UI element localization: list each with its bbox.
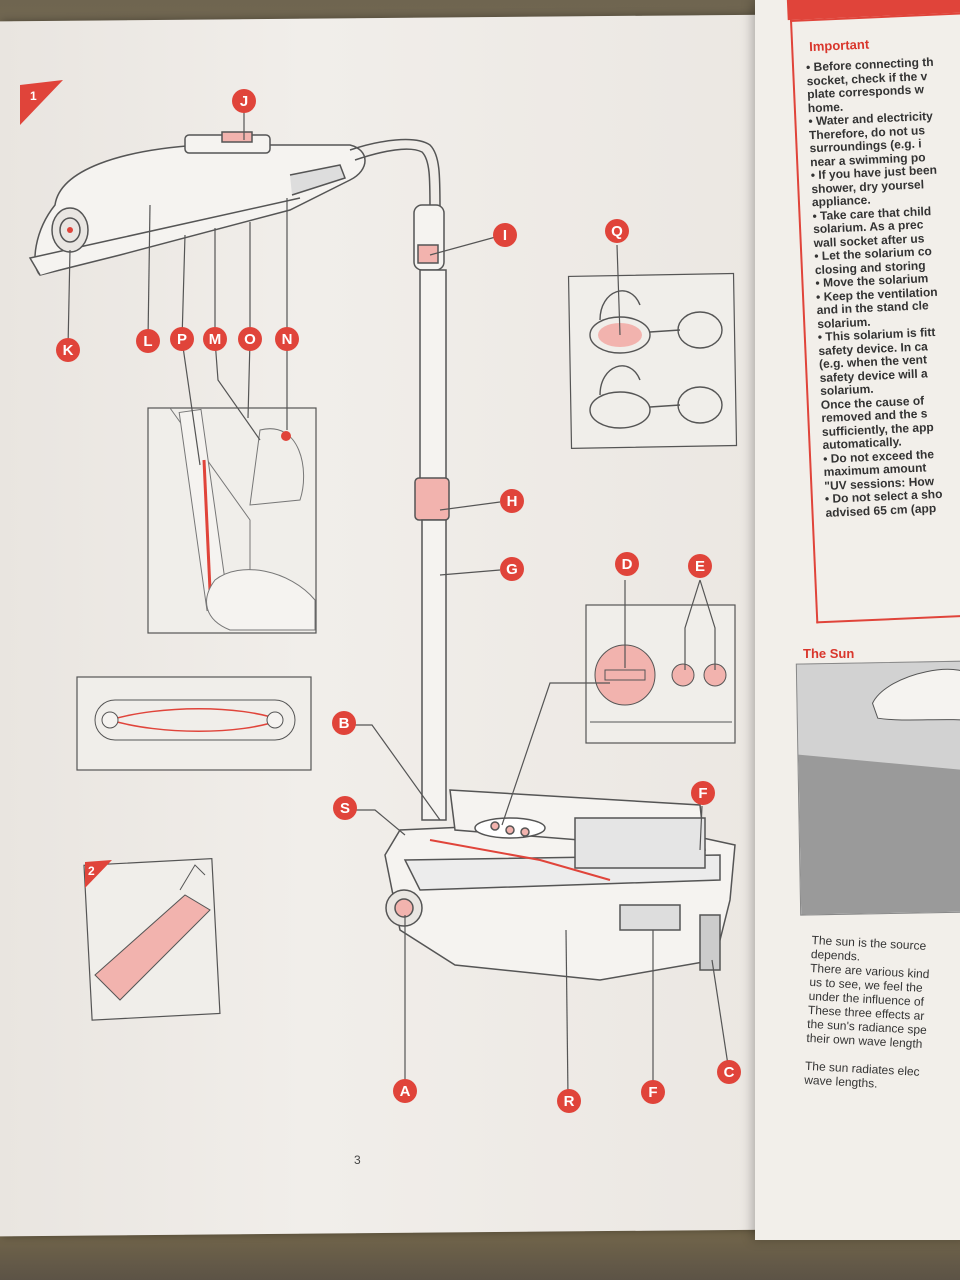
callout-g: G <box>500 557 524 581</box>
svg-text:J: J <box>240 93 248 110</box>
solarium-base <box>384 789 736 981</box>
callout-f-top: F <box>691 781 715 805</box>
section-1-marker: 1 <box>20 80 63 125</box>
svg-text:R: R <box>564 1093 575 1110</box>
svg-text:O: O <box>244 331 256 348</box>
callout-p: P <box>170 327 194 351</box>
svg-text:N: N <box>282 331 293 348</box>
svg-text:E: E <box>695 558 705 575</box>
lamp-head <box>28 131 366 276</box>
svg-text:P: P <box>177 331 187 348</box>
svg-text:C: C <box>724 1064 735 1081</box>
callout-a: A <box>393 1079 417 1103</box>
svg-text:2: 2 <box>88 864 95 878</box>
callout-m: M <box>203 327 227 351</box>
svg-text:S: S <box>340 800 350 817</box>
callout-j: J <box>232 89 256 113</box>
inset-tube-frame <box>76 676 312 771</box>
callout-h: H <box>500 489 524 513</box>
svg-text:B: B <box>339 715 350 732</box>
svg-text:K: K <box>63 342 74 359</box>
svg-text:F: F <box>648 1084 657 1101</box>
svg-text:D: D <box>622 556 633 573</box>
svg-text:A: A <box>400 1083 411 1100</box>
callout-b: B <box>332 711 356 735</box>
inset-tube-detail <box>147 407 317 634</box>
svg-text:F: F <box>698 785 707 802</box>
callout-badges: J I Q K L P M O N H G D E B F S C F A R <box>56 89 741 1113</box>
svg-text:M: M <box>209 331 222 348</box>
sun-section-title: The Sun <box>803 646 855 661</box>
callout-l: L <box>136 329 160 353</box>
svg-text:H: H <box>507 493 518 510</box>
svg-text:L: L <box>143 333 152 350</box>
sun-figure <box>795 660 960 916</box>
callout-e: E <box>688 554 712 578</box>
callout-i: I <box>493 223 517 247</box>
inset-control-panel <box>585 604 736 744</box>
inset-goggles <box>567 272 738 449</box>
manual-page-right <box>755 0 960 1240</box>
svg-text:1: 1 <box>30 89 37 103</box>
page-number: 3 <box>354 1153 361 1167</box>
callout-f-bottom: F <box>641 1080 665 1104</box>
callout-k: K <box>56 338 80 362</box>
callout-s: S <box>333 796 357 820</box>
callout-d: D <box>615 552 639 576</box>
leader-lines <box>67 103 729 1098</box>
important-title: Important <box>808 36 870 55</box>
inset-2-tube: 2 <box>83 858 221 1021</box>
callout-r: R <box>557 1089 581 1113</box>
svg-text:G: G <box>506 561 518 578</box>
callout-n: N <box>275 327 299 351</box>
callout-c: C <box>717 1060 741 1084</box>
svg-text:Q: Q <box>611 223 623 240</box>
lamp-arm <box>349 138 450 821</box>
callout-o: O <box>238 327 262 351</box>
callout-q: Q <box>605 219 629 243</box>
svg-text:I: I <box>503 227 507 244</box>
